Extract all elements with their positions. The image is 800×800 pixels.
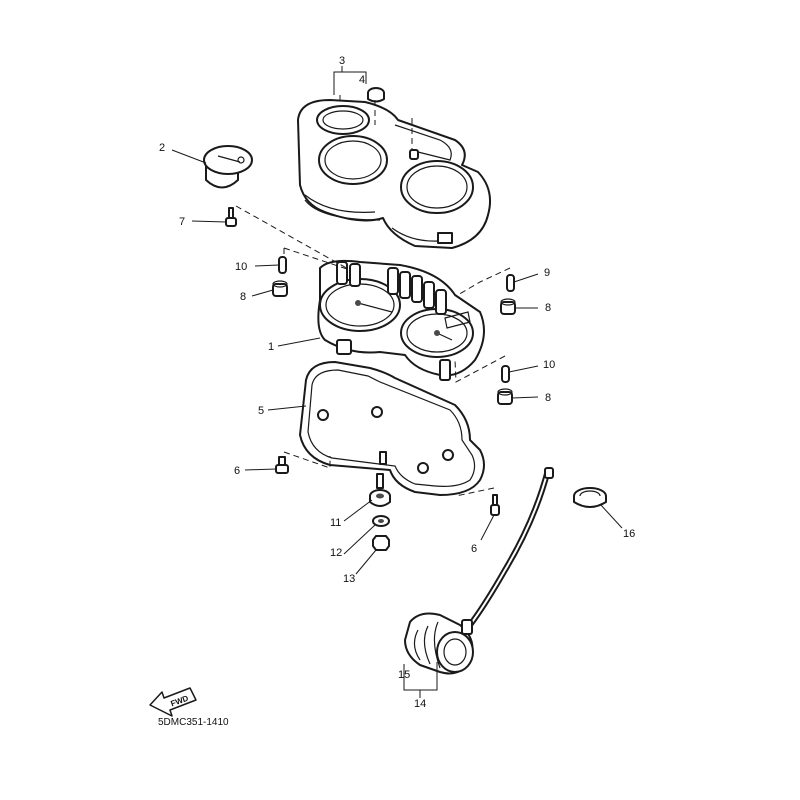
callout-10-right: 10 — [543, 359, 555, 371]
callout-1: 1 — [268, 341, 274, 353]
callout-6-right: 6 — [471, 543, 477, 555]
cap-part-4 — [367, 87, 385, 103]
callout-2: 2 — [159, 142, 165, 154]
callout-8-left: 8 — [240, 291, 246, 303]
callout-11: 11 — [330, 517, 341, 529]
screw-part-7 — [225, 207, 237, 227]
callout-6-left: 6 — [234, 465, 240, 477]
callout-7: 7 — [179, 216, 185, 228]
callout-9: 9 — [544, 267, 550, 279]
callout-13: 13 — [343, 573, 355, 585]
meter-assembly — [317, 259, 485, 381]
callout-3: 3 — [339, 55, 345, 67]
grommet-washer-nut — [369, 473, 391, 551]
callout-5: 5 — [258, 405, 264, 417]
callout-12: 12 — [330, 547, 342, 559]
callout-8-right-lower: 8 — [545, 392, 551, 404]
leader-lines — [171, 66, 623, 698]
callout-4: 4 — [359, 74, 365, 86]
screws-part-6 — [275, 456, 500, 516]
callout-8-right-upper: 8 — [545, 302, 551, 314]
callout-15: 15 — [398, 669, 410, 681]
callout-16: 16 — [623, 528, 635, 540]
meter-cable-and-gear — [404, 467, 554, 675]
callout-10-left: 10 — [235, 261, 247, 273]
callout-14: 14 — [414, 698, 426, 710]
fwd-arrow-icon: FWD — [149, 687, 197, 717]
clamp-part-16 — [573, 487, 607, 508]
cover-part-2 — [203, 145, 253, 189]
meter-lower-case — [299, 361, 485, 496]
drawing-code: 5DMC351-1410 — [158, 717, 229, 728]
callout-labels: 3 4 2 7 10 8 1 5 6 9 8 10 8 11 12 13 6 1… — [159, 55, 635, 710]
meter-upper-housing — [297, 99, 491, 249]
fasteners-right-and-left — [272, 256, 516, 405]
